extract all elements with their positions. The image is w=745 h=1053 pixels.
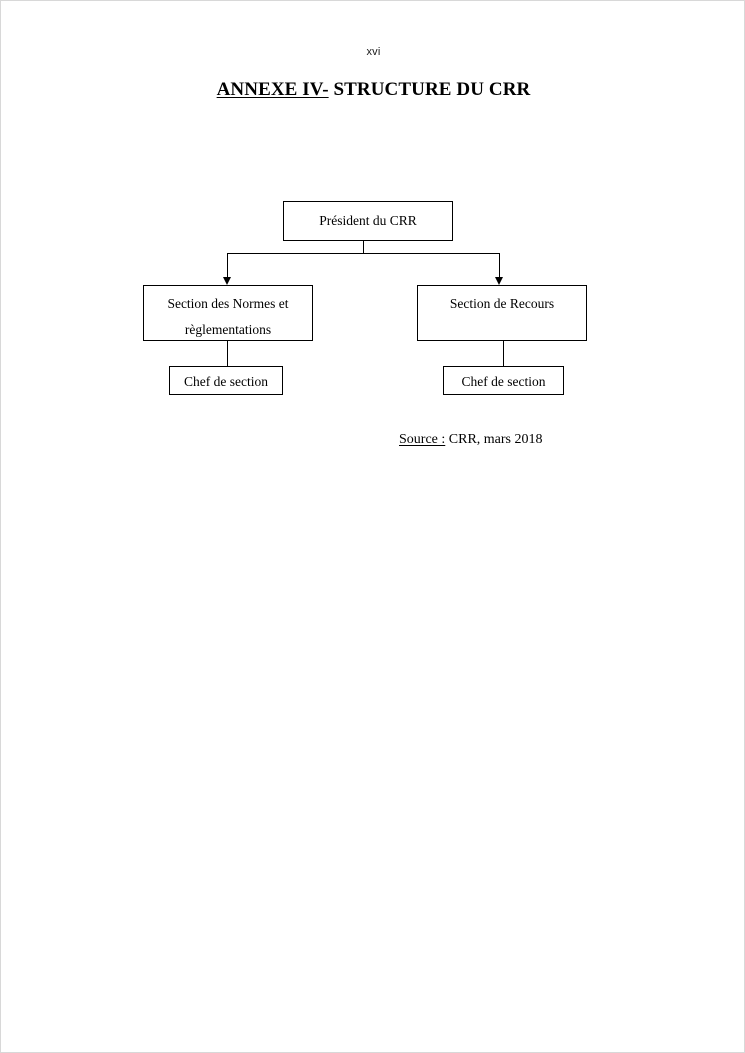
page-title: ANNEXE IV- STRUCTURE DU CRR bbox=[1, 79, 744, 101]
connector-president-drop bbox=[363, 241, 364, 254]
source-caption: Source : CRR, mars 2018 bbox=[399, 432, 543, 448]
org-node-president: Président du CRR bbox=[283, 201, 453, 241]
page-title-underlined: ANNEXE IV- bbox=[216, 79, 329, 100]
org-node-section-normes: Section des Normes et règlementations bbox=[143, 285, 313, 341]
arrowhead-icon-left bbox=[223, 277, 231, 285]
org-node-section-recours: Section de Recours bbox=[417, 285, 587, 341]
page-number: xvi bbox=[366, 46, 381, 58]
source-label: Source : bbox=[399, 432, 446, 447]
org-node-section-normes-line2: règlementations bbox=[184, 322, 272, 337]
org-node-section-recours-label: Section de Recours bbox=[449, 296, 555, 311]
org-node-section-normes-line1: Section des Normes et bbox=[167, 296, 289, 311]
org-node-chef-left-label: Chef de section bbox=[184, 374, 268, 389]
page-title-rest: STRUCTURE DU CRR bbox=[328, 79, 531, 100]
org-node-chef-right: Chef de section bbox=[443, 366, 564, 395]
org-node-president-label: Président du CRR bbox=[319, 213, 417, 228]
org-node-chef-right-label: Chef de section bbox=[461, 374, 546, 389]
connector-to-chef-right bbox=[503, 341, 504, 366]
connector-to-section-normes bbox=[227, 253, 228, 277]
org-node-chef-left: Chef de section bbox=[169, 366, 283, 395]
source-value: CRR, mars 2018 bbox=[445, 432, 543, 447]
connector-to-section-recours bbox=[499, 253, 500, 277]
connector-to-chef-left bbox=[227, 341, 228, 366]
arrowhead-icon-right bbox=[495, 277, 503, 285]
connector-horizontal-bus bbox=[227, 253, 500, 254]
